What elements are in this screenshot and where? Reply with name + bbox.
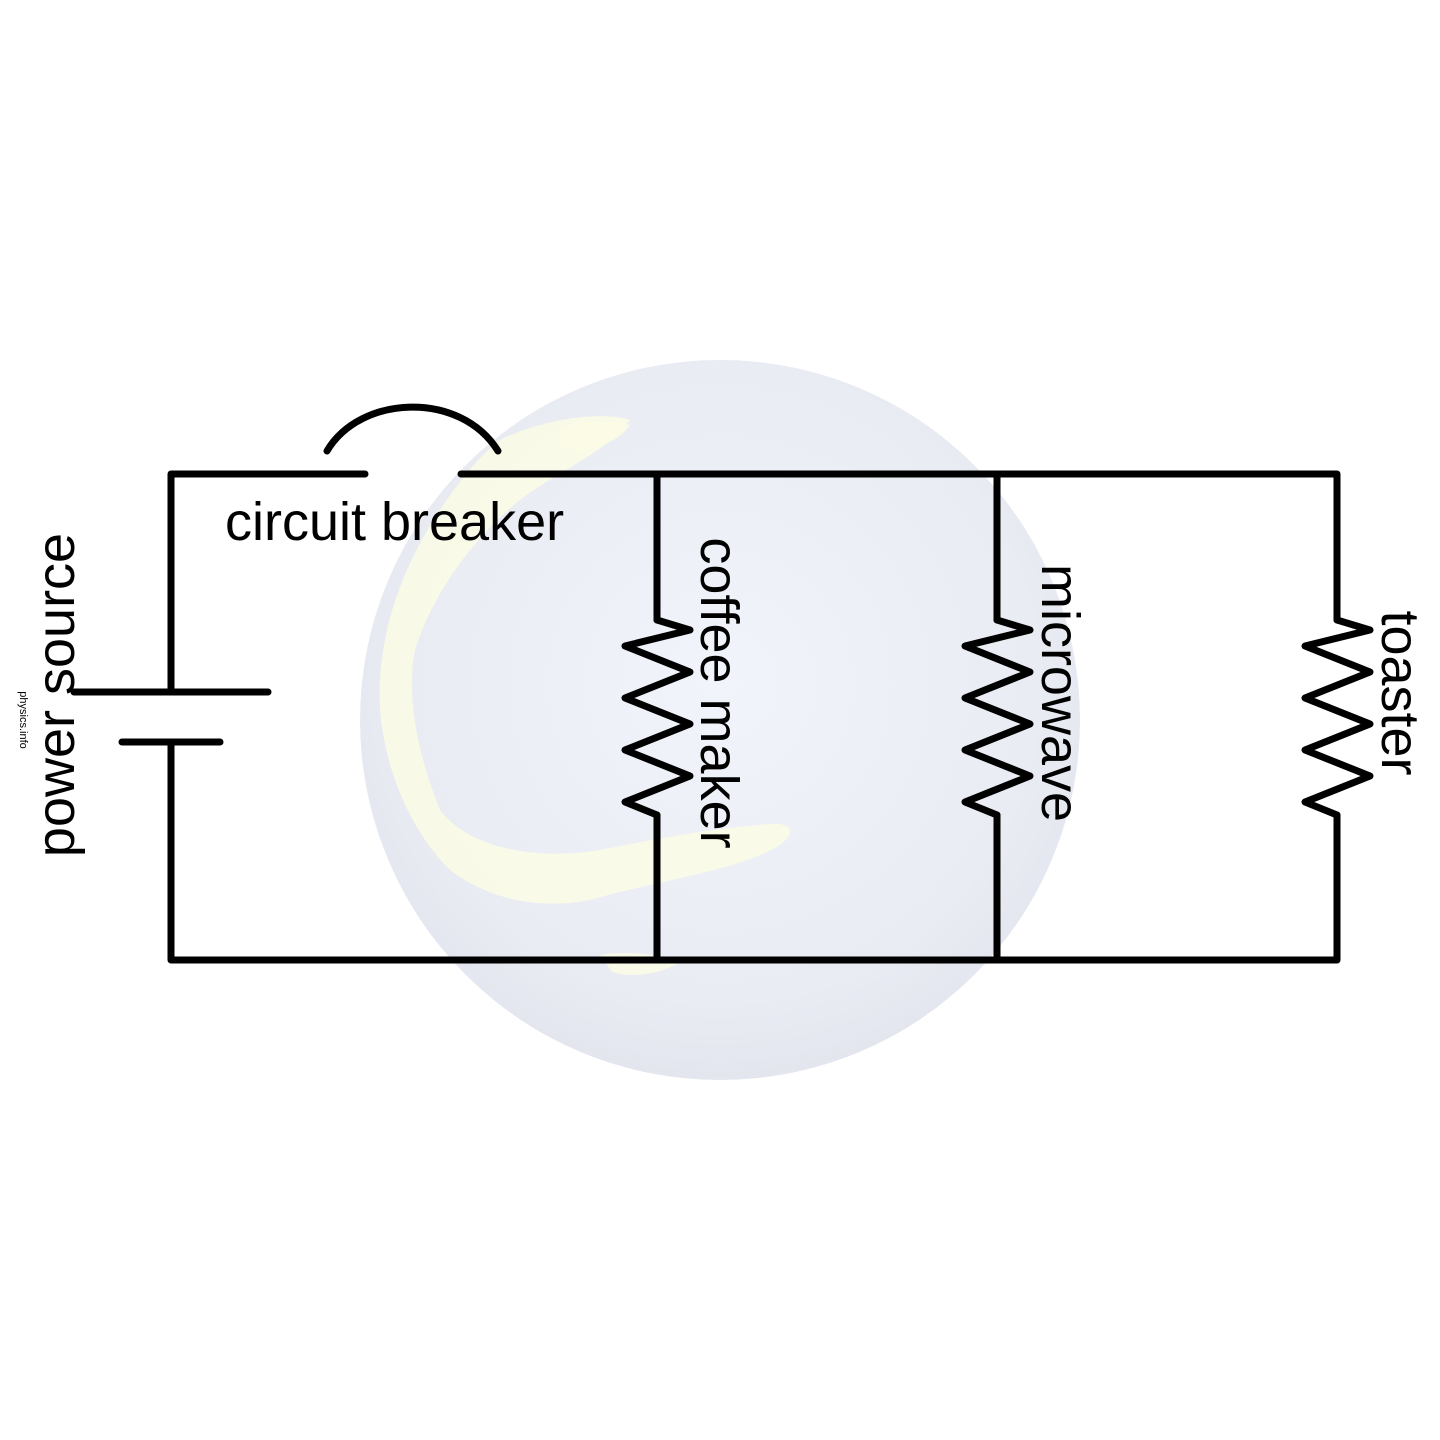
globe-island — [558, 420, 630, 452]
watermark-text: physics.info — [17, 691, 29, 748]
wire-top-rail — [457, 470, 1341, 624]
globe-continent — [379, 416, 791, 904]
circuit-wires — [167, 470, 1341, 964]
label-microwave: microwave — [1030, 564, 1090, 822]
label-circuit-breaker: circuit breaker — [225, 492, 564, 552]
resistor-microwave — [961, 616, 1034, 819]
circuit-breaker-symbol — [323, 403, 502, 455]
wire-left-bottom — [167, 738, 1341, 964]
battery-symbol — [70, 688, 272, 746]
resistor-toaster — [1301, 616, 1374, 819]
label-toaster: toaster — [1370, 610, 1430, 775]
resistor-coffee-maker — [621, 616, 694, 819]
wire-left-top — [167, 470, 369, 696]
label-power-source: power source — [26, 533, 86, 857]
label-coffee-maker: coffee maker — [689, 537, 749, 848]
globe-watermark — [360, 360, 1080, 1080]
